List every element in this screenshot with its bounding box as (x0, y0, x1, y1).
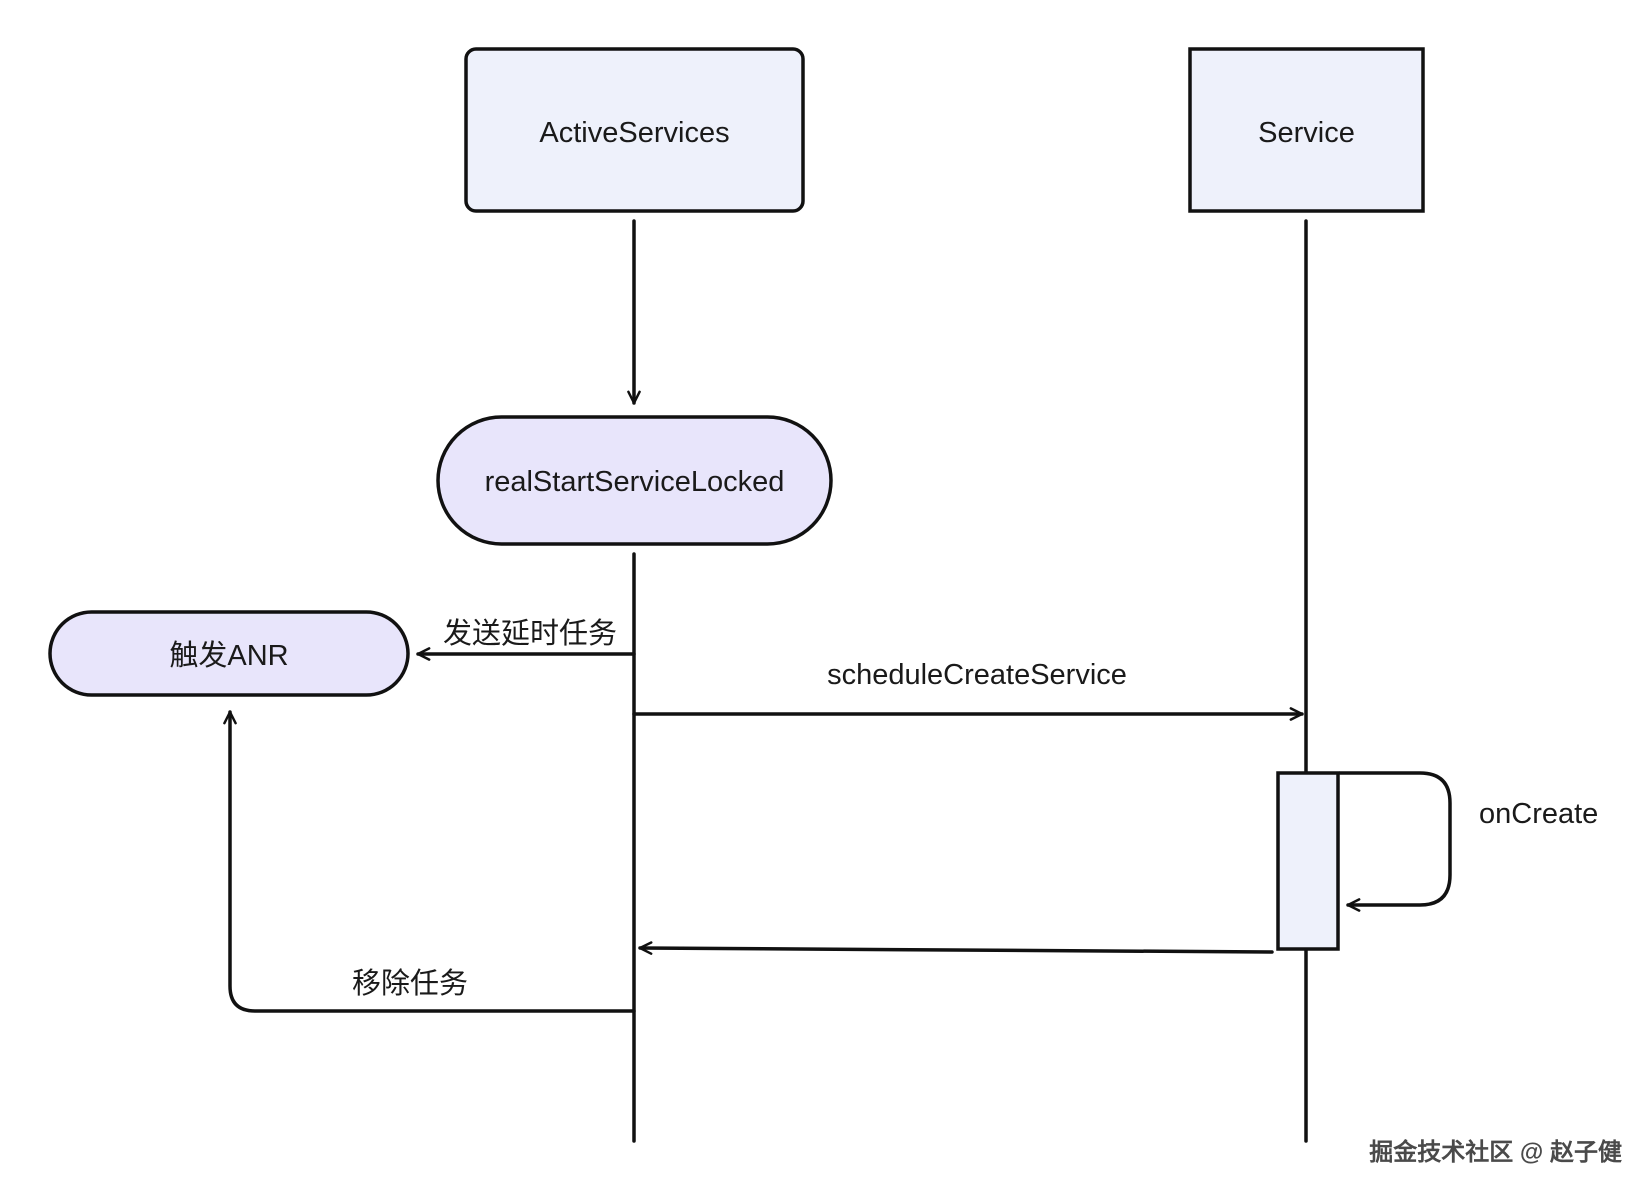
node-trigger-anr: 触发ANR (48, 610, 410, 697)
active-services-label: ActiveServices (539, 117, 729, 149)
real-start-pill (436, 415, 833, 546)
watermark-text: 掘金技术社区 @ 赵子健 (1369, 1138, 1622, 1166)
trigger-anr-label: 触发ANR (169, 639, 288, 672)
active-services-box (464, 47, 805, 213)
service-activation-bar (1276, 771, 1340, 951)
node-real-start-service-locked: realStartServiceLocked (436, 415, 833, 546)
arrow-on-create-self (1338, 771, 1452, 912)
arrow-return-to-active-services (638, 941, 1274, 955)
participant-active-services: ActiveServices (464, 47, 805, 213)
schedule-create-service-label: scheduleCreateService (827, 659, 1127, 691)
participant-service: Service (1188, 47, 1425, 213)
real-start-label: realStartServiceLocked (485, 466, 785, 498)
on-create-label: onCreate (1479, 798, 1598, 830)
arrow-remove-task (223, 710, 636, 1013)
remove-task-label: 移除任务 (352, 967, 468, 1000)
service-box (1188, 47, 1425, 213)
send-delay-task-label: 发送延时任务 (443, 617, 617, 650)
service-label: Service (1258, 117, 1355, 149)
trigger-anr-pill (48, 610, 410, 697)
